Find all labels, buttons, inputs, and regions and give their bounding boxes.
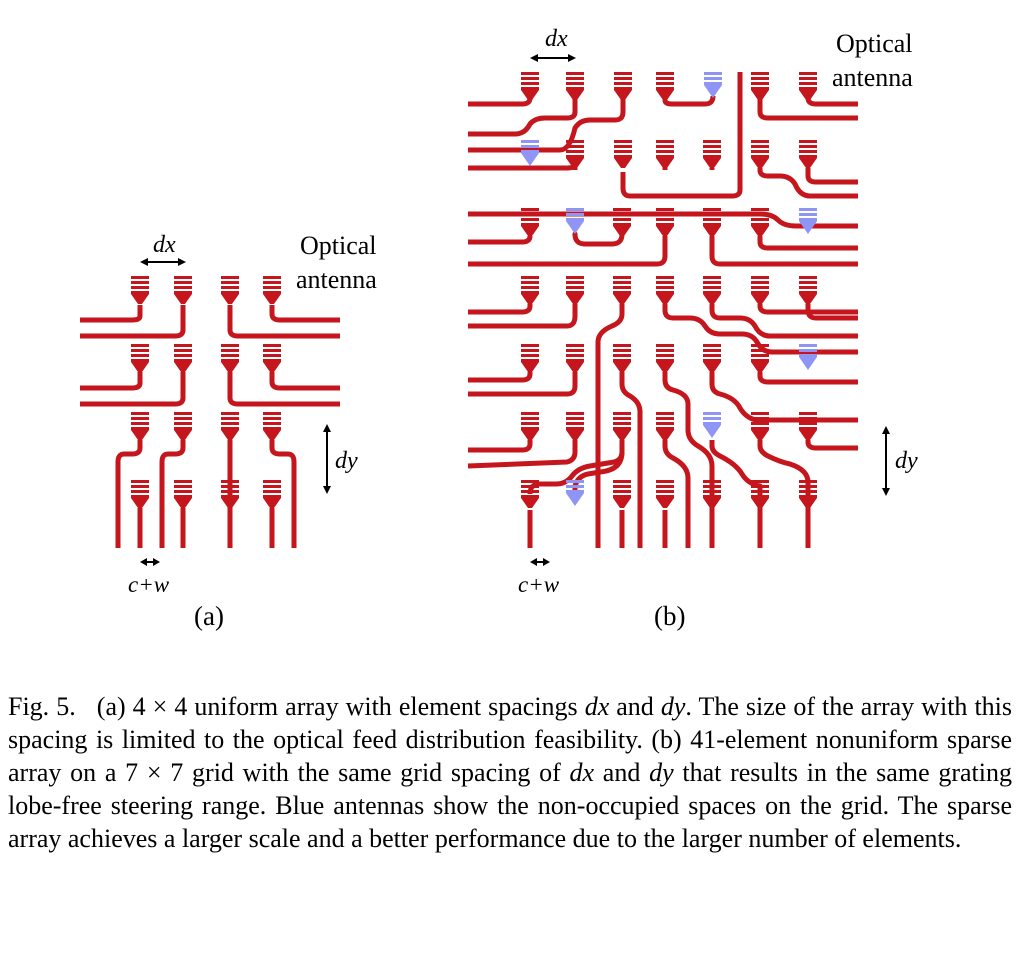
dx-arrow-icon (140, 258, 186, 266)
caption-lead: Fig. 5. (8, 692, 76, 721)
figure-illustration: dx Optical antenna dy c+w (a) (80, 26, 918, 631)
panel-b-dy-label: dy (895, 448, 918, 474)
caption-dy-2: dy (649, 758, 674, 787)
caption-text-1: (a) 4 × 4 uniform array with element spa… (96, 692, 585, 721)
panel-a-antenna-label-1: Optical (300, 231, 377, 260)
panel-b-antenna-label-1: Optical (836, 29, 913, 58)
panel-a-antennas (131, 276, 281, 508)
panel-b-cw-label: c+w (518, 572, 560, 597)
panel-a-label: (a) (194, 601, 224, 631)
figure-caption: Fig. 5. (a) 4 × 4 uniform array with ele… (8, 690, 1012, 855)
caption-dy: dy (660, 692, 686, 721)
panel-b-annotations: dx Optical antenna dy c+w (b) (518, 26, 918, 631)
panel-a-uniform-array (80, 305, 340, 548)
panel-b-antennas (521, 72, 817, 508)
cw-arrow-icon (530, 558, 550, 566)
dy-arrow-icon (882, 426, 890, 496)
panel-b-label: (b) (654, 601, 685, 631)
caption-and-2: and (594, 758, 650, 787)
panel-b-sparse-array (467, 72, 858, 548)
dy-arrow-icon (323, 424, 331, 494)
caption-and: and (609, 692, 661, 721)
panel-b-dx-label: dx (545, 26, 568, 52)
cw-arrow-icon (140, 558, 160, 566)
caption-dx-2: dx (569, 758, 595, 787)
caption-dx: dx (584, 692, 610, 721)
panel-a-cw-label: c+w (128, 572, 170, 597)
caption-text-2: . The size of the array with this spacin… (8, 692, 1013, 787)
panel-a-dx-label: dx (153, 232, 176, 258)
caption-text-3: that results in the same grating lobe-fr… (8, 758, 1012, 853)
panel-b-antenna-label-2: antenna (832, 63, 913, 92)
dx-arrow-icon (530, 54, 576, 62)
panel-a-annotations: dx Optical antenna dy c+w (a) (128, 231, 377, 631)
panel-a-antenna-label-2: antenna (296, 265, 377, 294)
panel-a-dy-label: dy (335, 448, 358, 474)
